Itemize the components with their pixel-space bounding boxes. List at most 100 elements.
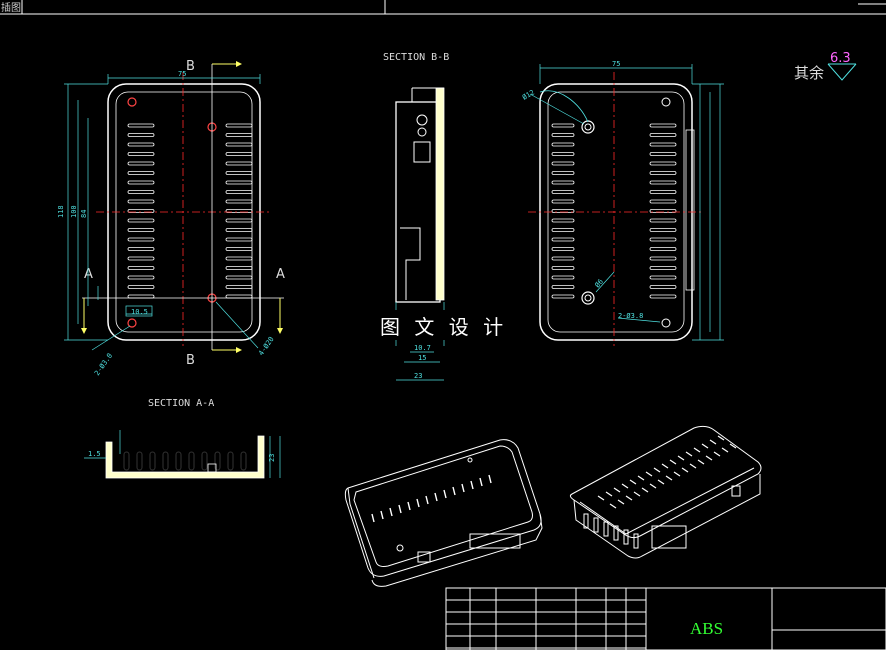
vent-slot [225,171,253,175]
iso2-slot [709,439,717,445]
aa-slot [188,451,195,471]
vent-slot [551,190,575,194]
iso2-slot [641,487,649,493]
vent-slot [551,266,575,270]
dim-right-width: 75 [612,60,620,68]
vent-slot [225,123,253,128]
iso2-side-vents [583,513,639,549]
iso2-slot [633,491,641,497]
dim-left-small: 10.5 [131,308,148,316]
iso2-slot [685,451,693,457]
vent-slot [649,237,677,242]
vent-slot [551,133,575,137]
iso1-slot [398,504,402,514]
right-back-view: 75 Ø12 Ø6 2-Ø3.8 [521,60,724,346]
vent-slot [649,256,677,261]
vent-slot [127,142,155,147]
dim-left-h1: 118 [57,205,65,218]
vent-slot [127,171,155,175]
iso2-slots [597,435,737,509]
cut-label-b-bottom: B [186,353,195,368]
iso2-side-slot [623,529,629,545]
aa-slot [162,451,169,471]
section-bb-view: SECTION B-B 10.7 15 23 [383,52,449,381]
iso2-top [569,425,762,539]
iso2-slot [673,471,681,477]
vent-slot [649,142,677,147]
vent-slot [649,275,677,280]
vent-slot [551,180,575,185]
aa-slot [201,451,208,471]
aa-dimensions [84,430,281,478]
aa-slot [214,451,221,471]
isometric-view-closed [569,425,762,559]
aa-slot [240,451,247,471]
vent-slot [225,237,253,242]
iso2-slot [681,467,689,473]
cut-label-a-left: A [84,267,93,282]
right-dimensions [529,64,724,341]
vent-slot [127,209,155,213]
iso2-slot [617,499,625,505]
left-hole-top [127,97,137,107]
vent-slot [225,275,253,280]
vent-slot [225,228,253,232]
iso1-connector [469,533,521,549]
vent-slot [127,237,155,242]
iso2-slot [701,443,709,449]
iso2-side-slot [613,525,619,541]
vent-slot [127,228,155,232]
iso2-side-slot [583,513,589,529]
top-title-bar: 插图 [0,0,886,15]
vent-slot [127,123,155,128]
bb-wall-hatch [435,87,445,301]
vent-slot [127,294,155,299]
left-slots-column-a [127,123,155,299]
vent-slot [551,294,575,299]
iso1-slots [371,474,492,523]
iso1-inner [353,445,533,567]
vent-slot [649,228,677,232]
vent-slot [649,247,677,251]
vent-slot [225,190,253,194]
vent-slot [225,256,253,261]
vent-slot [127,275,155,280]
iso2-slot [721,447,729,453]
iso1-outer [344,439,542,577]
vent-slot [551,209,575,213]
vent-slot [551,199,575,204]
right-slots-column-a [551,123,575,299]
vent-slot [225,218,253,223]
dim-left-note: 2-Ø3.0 [93,352,114,377]
dim-bb-d2: 15 [418,354,426,362]
material-label: ABS [690,619,723,638]
vent-slot [225,285,253,289]
iso2-slot [657,479,665,485]
iso2-slot [609,503,617,509]
section-bb-title: SECTION B-B [383,52,449,63]
iso1-slot [407,501,411,511]
cut-label-b-top: B [186,59,195,74]
vent-slot [551,275,575,280]
vent-slot [649,123,677,128]
iso1-port [417,551,431,563]
aa-slot [136,451,143,471]
vent-slot [649,209,677,213]
iso2-slot [677,455,685,461]
vent-slot [127,218,155,223]
iso1-slot [371,513,375,523]
aa-slot [227,451,234,471]
vent-slot [225,199,253,204]
iso1-slot [434,492,438,502]
iso2-slot [713,451,721,457]
bb-dimensions [396,351,444,381]
title-grid [445,588,647,650]
roughness-prefix: 其余 [794,64,824,82]
aa-slots [123,451,247,471]
iso2-connector [651,525,687,549]
iso1-slot [452,486,456,496]
right-boss-top [581,120,595,134]
vent-slot [649,190,677,194]
iso2-side-slot [633,533,639,549]
aa-slot [175,451,182,471]
